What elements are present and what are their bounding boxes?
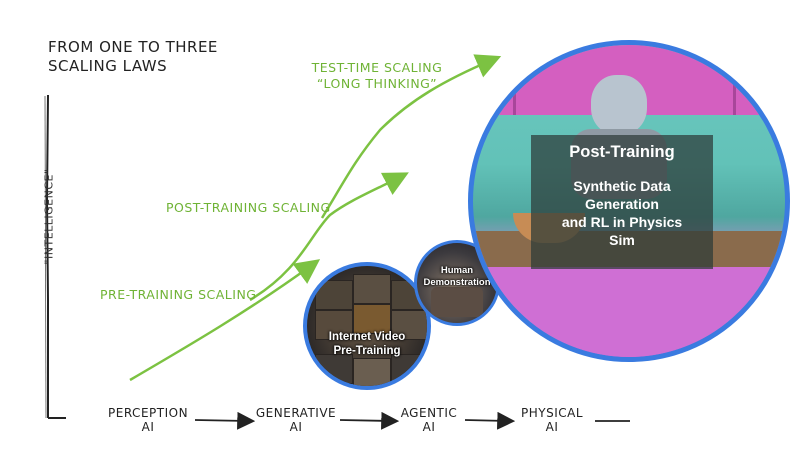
pre-training-curve [129,259,321,382]
internet-video-text: Internet Video Pre-Training [307,330,427,358]
post-training-label: POST-TRAINING SCALING [166,200,331,215]
internet-video-line1: Internet Video [328,331,406,343]
video-thumbnail [315,354,353,384]
cabinet-divider [733,45,736,115]
video-thumbnail [353,358,391,386]
stage-agentic: AGENTIC AI [396,406,462,434]
lower-cabinet [473,267,785,357]
cabinet-divider [513,45,516,115]
test-time-label-line1: TEST-TIME SCALING [311,60,443,75]
stage-physical-line2: AI [545,420,559,434]
stage-physical: PHYSICAL AI [512,406,592,434]
stage-arrow-2 [339,411,400,430]
internet-video-line2: Pre-Training [333,345,401,357]
post-training-overlay [531,135,713,269]
video-thumbnail [315,310,353,340]
post-training-title: Post-Training [569,143,675,161]
video-thumbnail [353,304,391,334]
robot-head [591,75,647,135]
y-axis-label: "INTELLIGENCE" [42,168,56,265]
post-training-line2: Generation [585,196,659,212]
human-demonstration-line2: Demonstration [423,277,491,288]
stage-generative-line1: GENERATIVE [255,406,337,420]
diagram-title: FROM ONE TO THREE SCALING LAWS [48,38,218,75]
post-training-circle: Post-Training Synthetic Data Generation … [468,40,790,362]
stage-generative-line2: AI [289,420,303,434]
video-thumbnail [353,274,391,304]
post-training-line1: Synthetic Data [573,178,671,194]
y-axis [45,94,49,418]
pre-training-label: PRE-TRAINING SCALING [100,287,257,302]
post-training-curve [249,172,409,302]
human-demonstration-line1: Human [440,265,474,276]
stage-arrow-1 [194,411,256,430]
stage-agentic-line2: AI [422,420,436,434]
human-demonstration-text: Human Demonstration [417,265,497,289]
video-thumbnail [391,310,427,340]
stage-generative: GENERATIVE AI [255,406,337,434]
stage-physical-line1: PHYSICAL [520,406,584,420]
stage-perception-line1: PERCEPTION [108,406,189,420]
stage-perception: PERCEPTION AI [108,406,188,434]
internet-video-circle: Internet Video Pre-Training [303,262,431,390]
video-thumbnail [391,354,427,384]
stage-agentic-line1: AGENTIC [400,406,458,420]
test-time-label-line2: “LONG THINKING” [316,76,438,91]
video-thumbnail [315,280,353,310]
post-training-description: Synthetic Data Generation and RL in Phys… [531,177,713,249]
test-time-curve [320,54,502,219]
test-time-label: TEST-TIME SCALING “LONG THINKING” [307,60,447,92]
post-training-line4: Sim [609,232,635,248]
post-training-line3: and RL in Physics [561,214,683,230]
stage-arrow-3 [464,411,516,430]
stage-perception-line2: AI [141,420,155,434]
